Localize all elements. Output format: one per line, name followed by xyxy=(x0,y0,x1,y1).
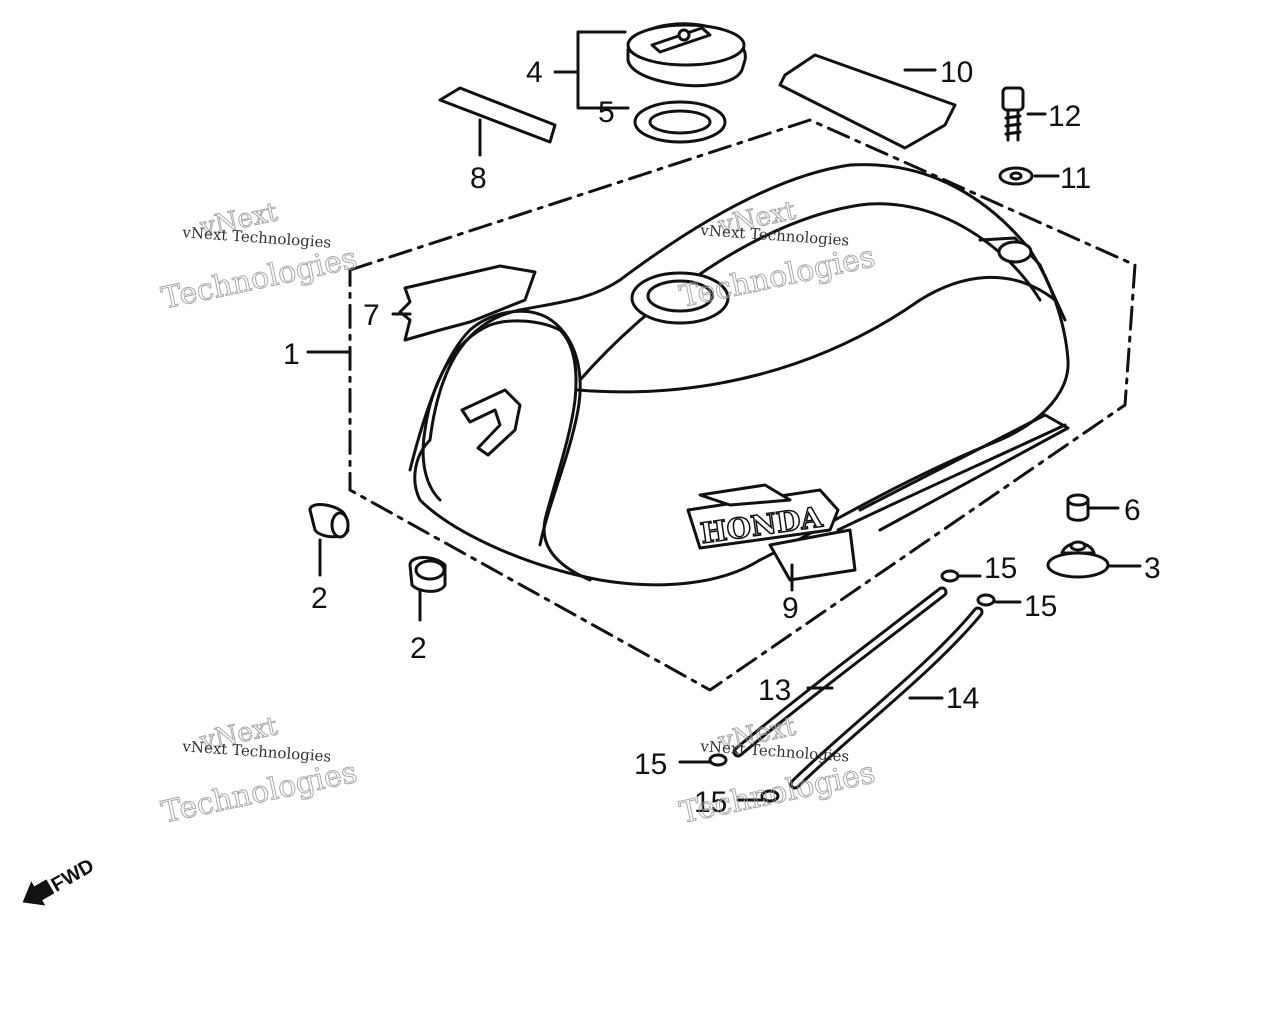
assembly-boundary xyxy=(348,118,1137,692)
callout-3: 3 xyxy=(1144,552,1161,585)
part-12-bolt xyxy=(1001,86,1025,142)
callout-2b: 2 xyxy=(410,632,427,665)
fwd-direction-marker: FWD xyxy=(22,855,98,906)
callout-14: 14 xyxy=(946,682,979,715)
callout-1: 1 xyxy=(283,338,300,371)
callout-8: 8 xyxy=(470,162,487,195)
svg-text:Technologies: Technologies xyxy=(159,755,360,831)
svg-text:Technologies: Technologies xyxy=(677,755,878,831)
part-8-strip xyxy=(438,86,557,144)
part-10-pad xyxy=(778,53,957,150)
part-4-fuel-cap xyxy=(626,22,747,88)
part-11-washer xyxy=(998,166,1034,186)
part-13-hose xyxy=(732,586,948,758)
part-2-cushion-b xyxy=(408,556,447,593)
fwd-arrow-icon xyxy=(22,879,55,906)
callout-15d: 15 xyxy=(694,786,727,819)
svg-text:vNext Technologies: vNext Technologies xyxy=(181,223,332,251)
callout-11: 11 xyxy=(1060,162,1091,195)
part-15-clip-c xyxy=(708,753,728,767)
callout-10: 10 xyxy=(940,56,973,89)
watermark-bottom-left: vNext vNext Technologies Technologies xyxy=(158,711,360,831)
part-15-clip-b xyxy=(976,593,996,607)
part-15-clip-a xyxy=(940,569,960,583)
callout-15c: 15 xyxy=(634,748,667,781)
callout-9: 9 xyxy=(782,592,799,625)
part-6-collar xyxy=(1066,493,1090,522)
fuel-tank-body xyxy=(408,163,1070,587)
leader-lines xyxy=(306,30,1142,802)
callout-12: 12 xyxy=(1048,100,1081,133)
fwd-label: FWD xyxy=(48,855,98,897)
callout-5: 5 xyxy=(598,96,615,129)
callout-15a: 15 xyxy=(984,552,1017,585)
callout-15b: 15 xyxy=(1024,590,1057,623)
part-3-rubber-mount xyxy=(1046,540,1110,579)
callout-13: 13 xyxy=(758,674,791,707)
callout-4: 4 xyxy=(526,56,543,89)
part-14-hose xyxy=(789,606,984,790)
watermark-top-left: vNext vNext Technologies Technologies xyxy=(158,197,360,317)
callout-7: 7 xyxy=(363,299,380,332)
part-15-clip-d xyxy=(760,789,780,803)
callout-2a: 2 xyxy=(311,582,328,615)
callout-6: 6 xyxy=(1124,494,1141,527)
svg-text:Technologies: Technologies xyxy=(159,241,360,317)
part-2-cushion-a xyxy=(308,503,350,539)
svg-text:vNext Technologies: vNext Technologies xyxy=(181,737,332,765)
part-5-gasket xyxy=(633,100,727,144)
part-7-label-sticker xyxy=(398,264,537,342)
